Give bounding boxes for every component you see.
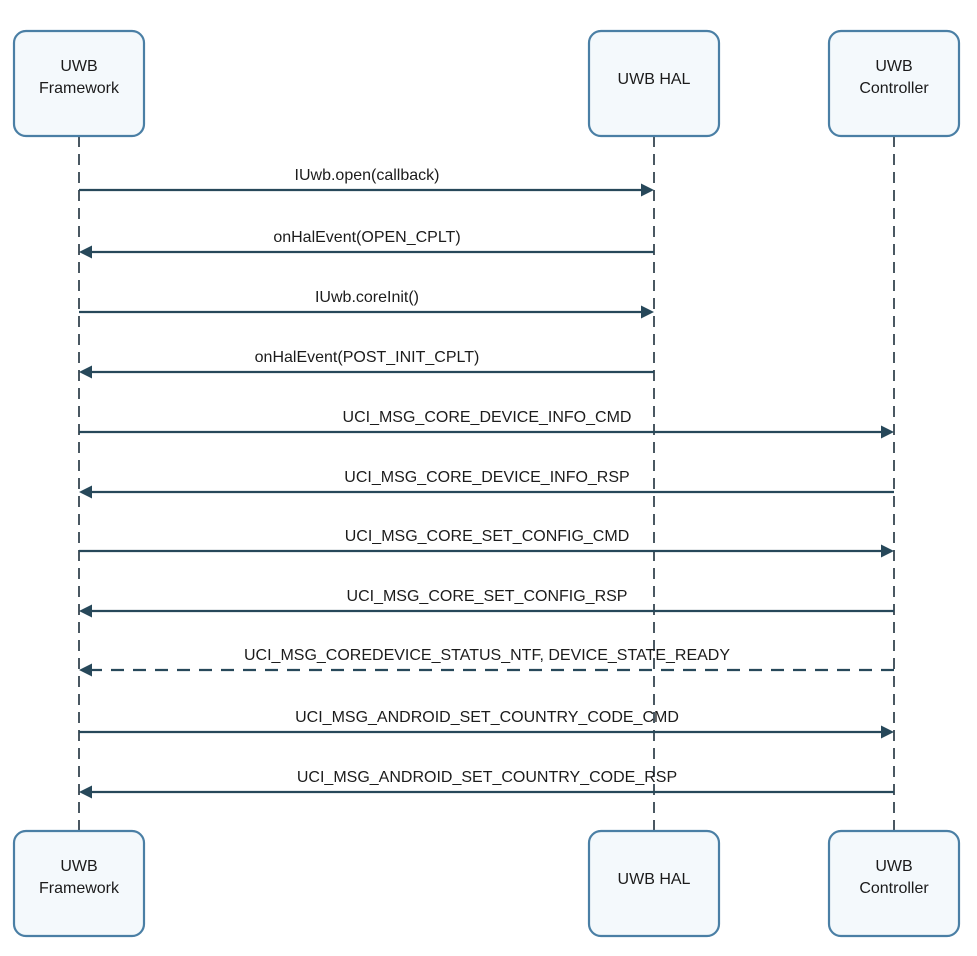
participant-footer-framework[interactable]: UWB Framework xyxy=(12,829,146,938)
participant-label-framework-top-line1: UWB xyxy=(60,58,97,75)
message-arrowhead-9 xyxy=(881,725,894,739)
message-3: onHalEvent(POST_INIT_CPLT) xyxy=(79,349,654,379)
message-arrowhead-4 xyxy=(881,425,894,439)
message-arrowhead-6 xyxy=(881,544,894,558)
message-arrowhead-5 xyxy=(79,485,92,499)
message-label-3: onHalEvent(POST_INIT_CPLT) xyxy=(255,349,480,366)
message-arrowhead-8 xyxy=(79,663,92,677)
message-label-7: UCI_MSG_CORE_SET_CONFIG_RSP xyxy=(347,588,628,605)
message-arrowhead-7 xyxy=(79,604,92,618)
participant-label-framework-bottom-line1: UWB xyxy=(60,858,97,875)
message-1: onHalEvent(OPEN_CPLT) xyxy=(79,229,654,259)
messages-group: IUwb.open(callback) onHalEvent(OPEN_CPLT)… xyxy=(79,167,894,799)
message-2: IUwb.coreInit() xyxy=(79,289,654,319)
message-label-0: IUwb.open(callback) xyxy=(295,167,440,184)
message-10: UCI_MSG_ANDROID_SET_COUNTRY_CODE_RSP xyxy=(79,769,894,799)
message-8: UCI_MSG_COREDEVICE_STATUS_NTF, DEVICE_ST… xyxy=(79,647,894,677)
message-0: IUwb.open(callback) xyxy=(79,167,654,197)
participant-header-controller[interactable]: UWB Controller xyxy=(827,29,961,138)
participant-footer-hal[interactable]: UWB HAL xyxy=(587,829,721,938)
message-label-8: UCI_MSG_COREDEVICE_STATUS_NTF, DEVICE_ST… xyxy=(244,647,730,664)
participant-box-hal-bottom[interactable] xyxy=(587,829,721,938)
participant-footer-controller[interactable]: UWB Controller xyxy=(827,829,961,938)
message-6: UCI_MSG_CORE_SET_CONFIG_CMD xyxy=(79,528,894,558)
message-arrowhead-10 xyxy=(79,785,92,799)
participant-label-hal-top-line1: UWB HAL xyxy=(618,71,691,88)
participant-label-controller-top-line2: Controller xyxy=(859,80,929,97)
message-label-2: IUwb.coreInit() xyxy=(315,289,419,306)
participant-box-framework-bottom[interactable] xyxy=(12,829,146,938)
message-arrowhead-0 xyxy=(641,183,654,197)
message-arrowhead-2 xyxy=(641,305,654,319)
participant-box-hal-top[interactable] xyxy=(587,29,721,138)
message-label-4: UCI_MSG_CORE_DEVICE_INFO_CMD xyxy=(343,409,632,426)
participant-label-controller-bottom-line1: UWB xyxy=(875,858,912,875)
participant-box-controller-top[interactable] xyxy=(827,29,961,138)
participant-label-controller-top-line1: UWB xyxy=(875,58,912,75)
message-label-1: onHalEvent(OPEN_CPLT) xyxy=(273,229,460,246)
participant-label-hal-bottom-line1: UWB HAL xyxy=(618,871,691,888)
participant-header-hal[interactable]: UWB HAL xyxy=(587,29,721,138)
participant-label-controller-bottom-line2: Controller xyxy=(859,880,929,897)
message-arrowhead-3 xyxy=(79,365,92,379)
participant-label-framework-top-line2: Framework xyxy=(39,80,120,97)
participant-box-framework-top[interactable] xyxy=(12,29,146,138)
message-5: UCI_MSG_CORE_DEVICE_INFO_RSP xyxy=(79,469,894,499)
message-arrowhead-1 xyxy=(79,245,92,259)
participant-label-framework-bottom-line2: Framework xyxy=(39,880,120,897)
message-7: UCI_MSG_CORE_SET_CONFIG_RSP xyxy=(79,588,894,618)
message-label-5: UCI_MSG_CORE_DEVICE_INFO_RSP xyxy=(344,469,629,486)
participant-header-framework[interactable]: UWB Framework xyxy=(12,29,146,138)
participant-box-controller-bottom[interactable] xyxy=(827,829,961,938)
message-label-9: UCI_MSG_ANDROID_SET_COUNTRY_CODE_CMD xyxy=(295,709,679,726)
message-label-10: UCI_MSG_ANDROID_SET_COUNTRY_CODE_RSP xyxy=(297,769,677,786)
message-9: UCI_MSG_ANDROID_SET_COUNTRY_CODE_CMD xyxy=(79,709,894,739)
message-4: UCI_MSG_CORE_DEVICE_INFO_CMD xyxy=(79,409,894,439)
message-label-6: UCI_MSG_CORE_SET_CONFIG_CMD xyxy=(345,528,630,545)
